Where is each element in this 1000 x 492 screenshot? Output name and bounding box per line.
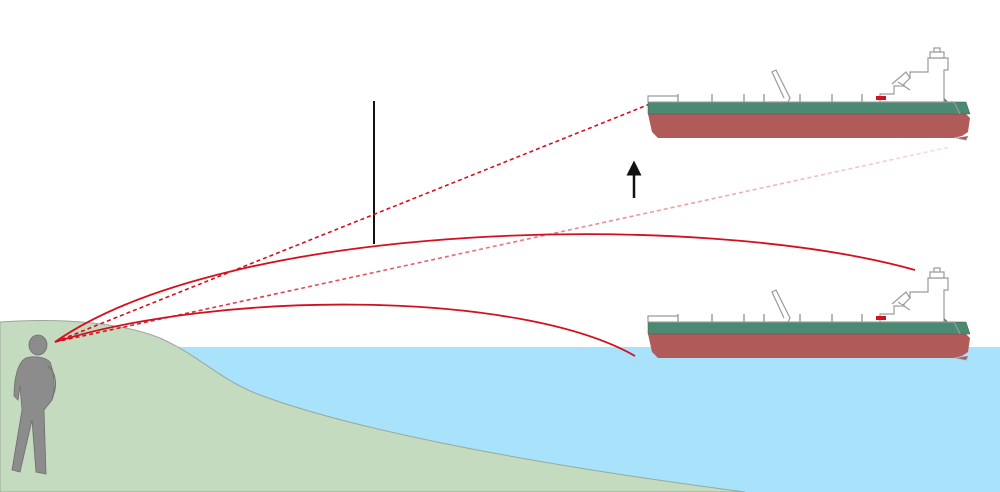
land	[0, 320, 746, 492]
apparent-ray-top	[54, 103, 651, 343]
apparent-ray-bottom	[54, 146, 951, 343]
person-icon	[11, 334, 56, 475]
curved-ray-bottom	[54, 303, 636, 357]
curved-ray-top	[54, 233, 916, 343]
mirage-ship	[647, 47, 971, 141]
real-ship	[647, 267, 971, 361]
